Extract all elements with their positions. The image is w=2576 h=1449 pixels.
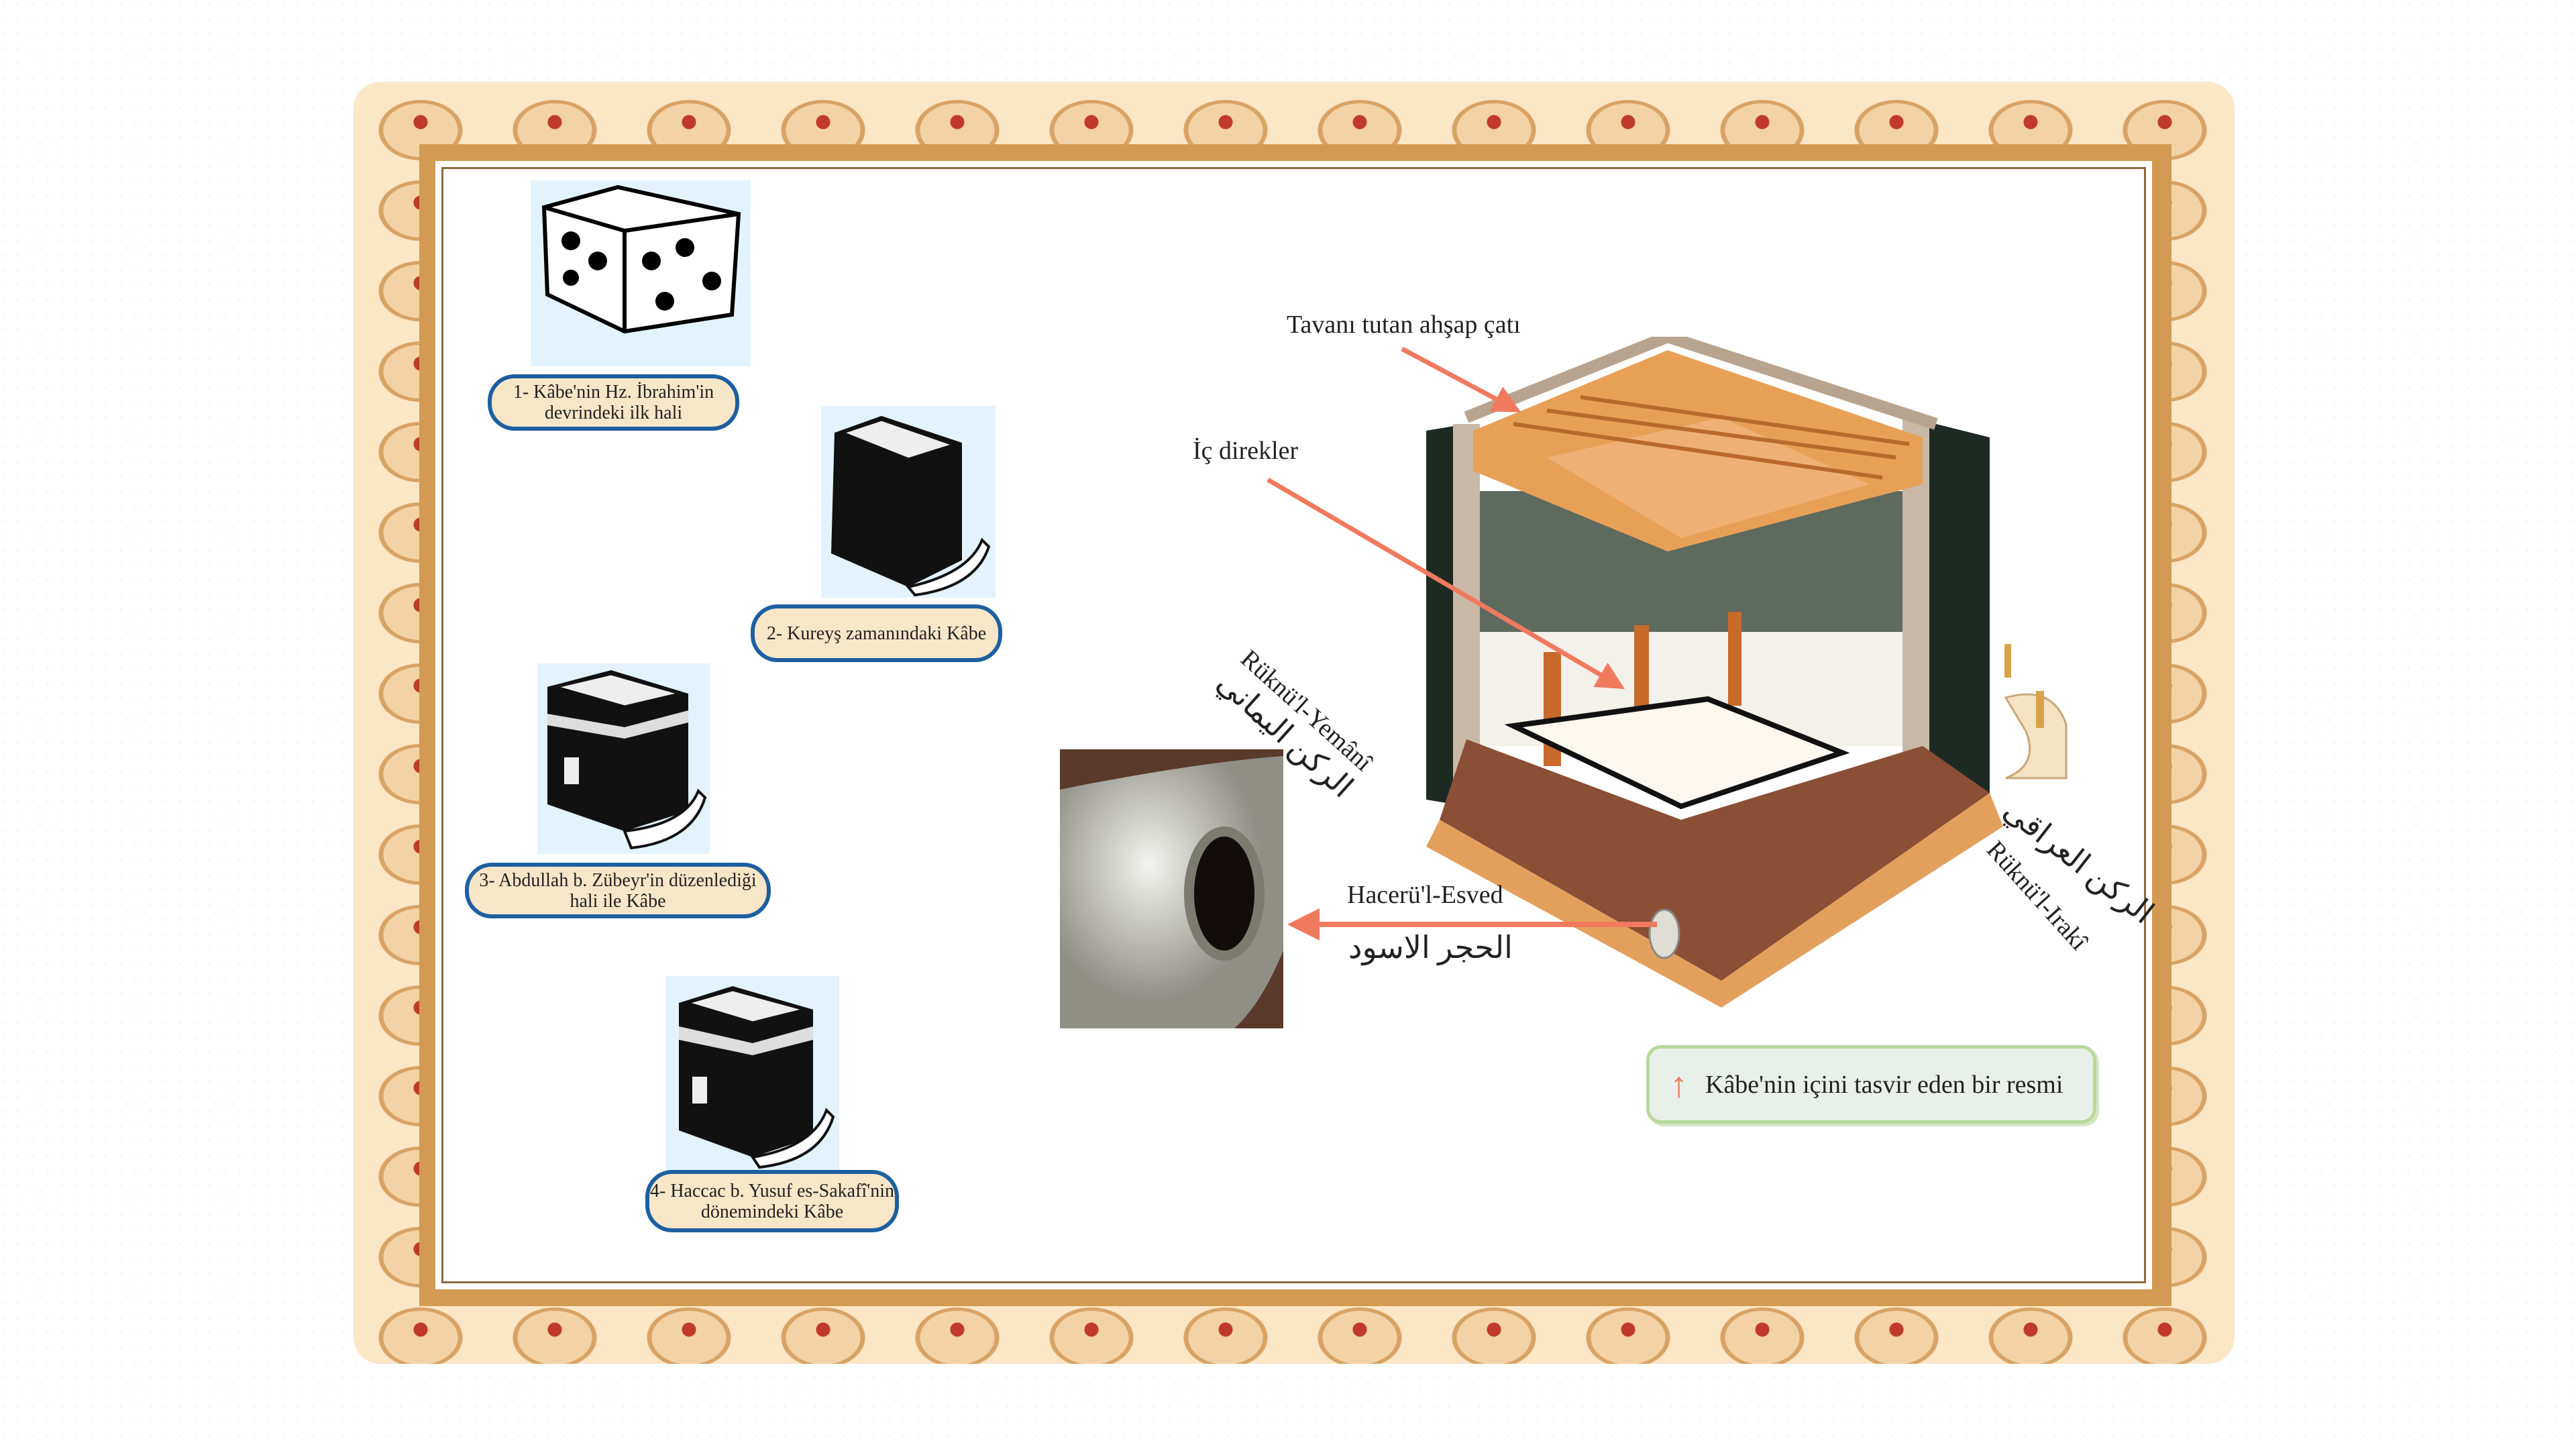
- caption-2-text: 2- Kureyş zamanındaki Kâbe: [766, 623, 987, 644]
- caption-3-text: 3- Abdullah b. Zübeyr'in düzenlediği hal…: [479, 869, 757, 912]
- kaaba-ibrahim-image: [531, 180, 751, 366]
- illustration-caption: ↑ Kâbe'nin içini tasvir eden bir resmi: [1646, 1045, 2096, 1124]
- illustration-caption-text: Kâbe'nin içini tasvir eden bir resmi: [1705, 1070, 2063, 1099]
- caption-2: 2- Kureyş zamanındaki Kâbe: [751, 604, 1002, 662]
- roof-label: Tavanı tutan ahşap çatı: [1287, 311, 1521, 339]
- kaaba-zubeyr-image: [537, 663, 710, 854]
- pillars-label: İç direkler: [1193, 437, 1299, 465]
- black-stone-label: Hacerü'l-Esved: [1347, 881, 1503, 909]
- kaaba-haccac-image: [665, 976, 839, 1170]
- kaaba-interior-illustration: [1413, 330, 2084, 1008]
- pillars-arrow: [1267, 477, 1625, 690]
- up-arrow-icon: ↑: [1670, 1064, 1688, 1105]
- caption-4: 4- Haccac b. Yusuf es-Sakafî'nin dönemin…: [645, 1170, 899, 1232]
- roof-arrow: [1401, 346, 1521, 413]
- caption-3: 3- Abdullah b. Zübeyr'in düzenlediği hal…: [465, 863, 771, 918]
- black-stone-arabic: الحجر الاسود: [1348, 930, 1513, 965]
- kaaba-kureys-image: [821, 406, 996, 598]
- caption-1-text: 1- Kâbe'nin Hz. İbrahim'in devrindeki il…: [513, 382, 714, 423]
- caption-4-text: 4- Haccac b. Yusuf es-Sakafî'nin dönemin…: [650, 1180, 894, 1222]
- hatim-wall: [1999, 644, 2073, 792]
- caption-1: 1- Kâbe'nin Hz. İbrahim'in devrindeki il…: [488, 374, 739, 431]
- black-stone-photo: [1060, 749, 1283, 1028]
